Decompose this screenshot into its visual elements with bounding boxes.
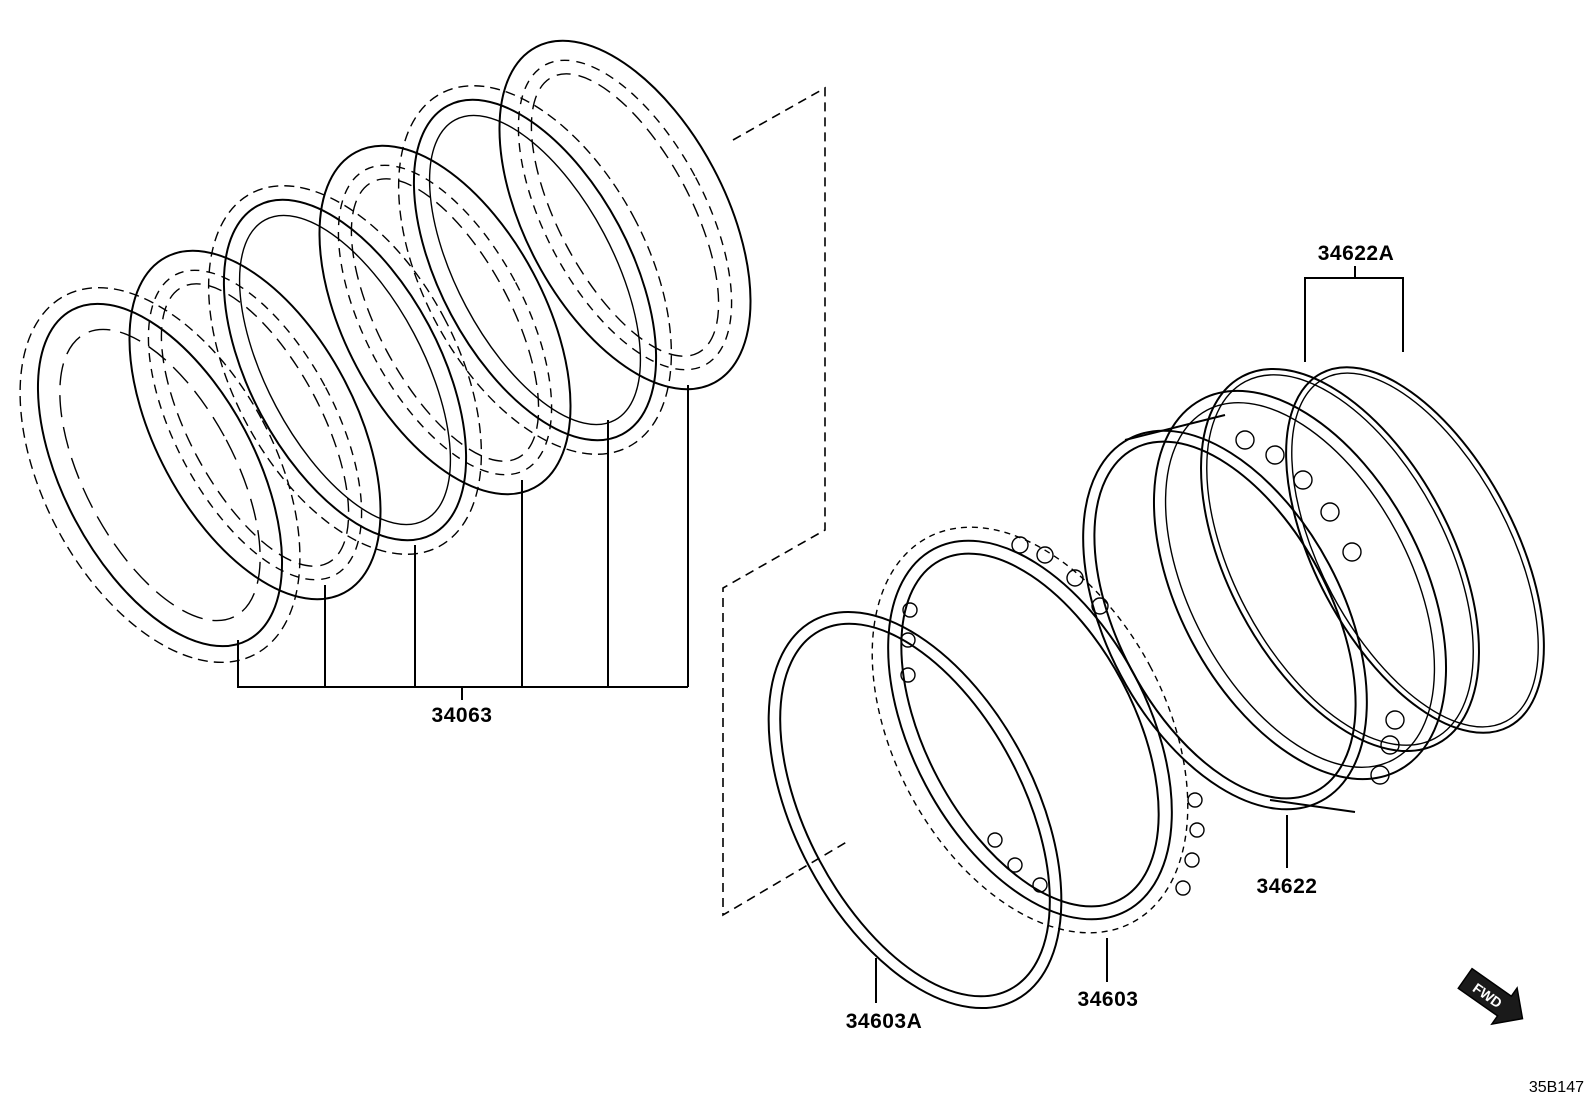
leader-34622A — [1304, 266, 1404, 362]
clutch-plate-6 — [498, 39, 752, 391]
snap-ring — [767, 610, 1063, 1010]
clutch-plate-1 — [19, 286, 301, 664]
diagram-code: 35B147 — [1529, 1079, 1584, 1096]
label-34603: 34603 — [1078, 988, 1139, 1011]
piston-seal-set — [1200, 366, 1545, 753]
alignment-dashed-line — [722, 86, 851, 917]
return-spring — [871, 526, 1189, 934]
clutch-plate-2 — [128, 249, 382, 601]
label-34622A: 34622A — [1318, 242, 1395, 265]
label-34063: 34063 — [432, 704, 493, 727]
piston-holes — [1235, 430, 1405, 785]
spring-coils — [900, 536, 1205, 896]
clutch-plate-stack — [19, 39, 752, 664]
label-34603A: 34603A — [846, 1010, 923, 1033]
clutch-plate-3 — [207, 185, 483, 555]
fwd-arrow-icon: FWD — [1457, 967, 1524, 1026]
leader-34063 — [237, 385, 689, 700]
label-34622: 34622 — [1257, 875, 1318, 898]
